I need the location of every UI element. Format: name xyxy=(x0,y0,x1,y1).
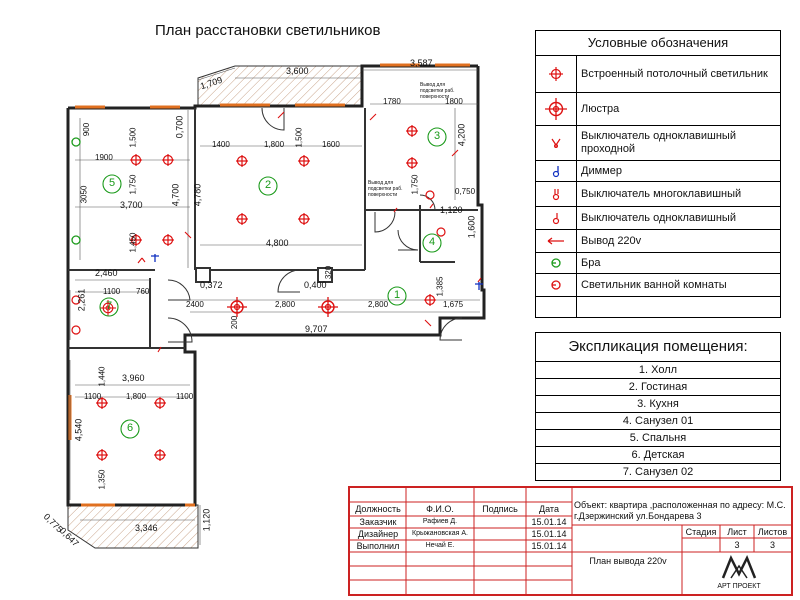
wall-lamp-icon xyxy=(551,258,561,268)
single-switch-icon xyxy=(552,213,560,225)
explication-item: 7. Санузел 02 xyxy=(622,466,694,478)
legend-row: Светильник ванной комнаты xyxy=(536,274,780,297)
dimmer-icon xyxy=(552,166,560,178)
legend-row: Встроенный потолочный светильник xyxy=(536,56,780,93)
legend-row xyxy=(536,297,780,317)
room-label-7: 7 xyxy=(106,300,113,312)
chandelier-icon xyxy=(545,98,567,120)
inner-walls xyxy=(68,108,478,349)
legend-row: Выключатель одноклавишный проходной xyxy=(536,126,780,161)
sheets-total: 3 xyxy=(769,540,775,550)
outlet-220v-icon xyxy=(547,237,564,245)
room-label-5: 5 xyxy=(109,177,116,189)
bath-lamp-icon xyxy=(551,280,561,290)
explication-item: 1. Холл xyxy=(536,362,780,379)
balcony-bottom xyxy=(67,504,199,549)
title-block-grid xyxy=(350,488,791,594)
legend-row: Люстра xyxy=(536,93,780,126)
room-markers xyxy=(99,127,447,439)
bath-lamps xyxy=(71,190,446,335)
legend-row: Выключатель одноклавишный xyxy=(536,207,780,230)
explication-item: 3. Кухня xyxy=(536,396,780,413)
room-label-6: 6 xyxy=(127,422,134,434)
room-label-1: 1 xyxy=(394,289,401,301)
title-block: Должность Ф.И.О. Подпись Дата Заказчик Р… xyxy=(348,486,793,596)
dimmer-icon xyxy=(151,254,483,290)
legend-header: Условные обозначения xyxy=(536,31,780,56)
room-label-2: 2 xyxy=(265,179,272,191)
room-label-3: 3 xyxy=(434,130,441,142)
legend-row: Бра xyxy=(536,253,780,274)
company-name: АРТ ПРОЕКТ xyxy=(717,583,761,590)
legend-row: Вывод 220v xyxy=(536,230,780,253)
switches xyxy=(137,203,482,353)
explication-table: Экспликация помещения: 1. Холл 2. Гостин… xyxy=(535,332,781,481)
explication-item: 6. Детская xyxy=(536,447,780,464)
explication-item: 2. Гостиная xyxy=(536,379,780,396)
explication-item: 5. Спальня xyxy=(536,430,780,447)
page-title: План расстановки светильников xyxy=(155,22,381,39)
explication-header: Экспликация помещения: xyxy=(536,333,780,362)
legend-row: Выключатель многоклавишный xyxy=(536,182,780,207)
bra-lamps xyxy=(71,137,81,245)
explication-item: 4. Санузел 01 xyxy=(536,413,780,430)
pass-switch-icon xyxy=(551,138,561,148)
outlet-220v xyxy=(184,111,459,327)
room-label-4: 4 xyxy=(429,236,436,248)
sheet-number: 3 xyxy=(734,540,740,550)
drawing-name: План вывода 220v xyxy=(589,556,667,566)
object-address: Объект: квартира ,расположенная по адрес… xyxy=(574,500,786,521)
legend-table: Условные обозначения Встроенный потолочн… xyxy=(535,30,781,318)
legend-row: Диммер xyxy=(536,161,780,182)
company-logo-icon xyxy=(721,554,757,579)
multi-switch-icon xyxy=(552,189,560,201)
ceiling-lamp-icon xyxy=(549,67,563,81)
